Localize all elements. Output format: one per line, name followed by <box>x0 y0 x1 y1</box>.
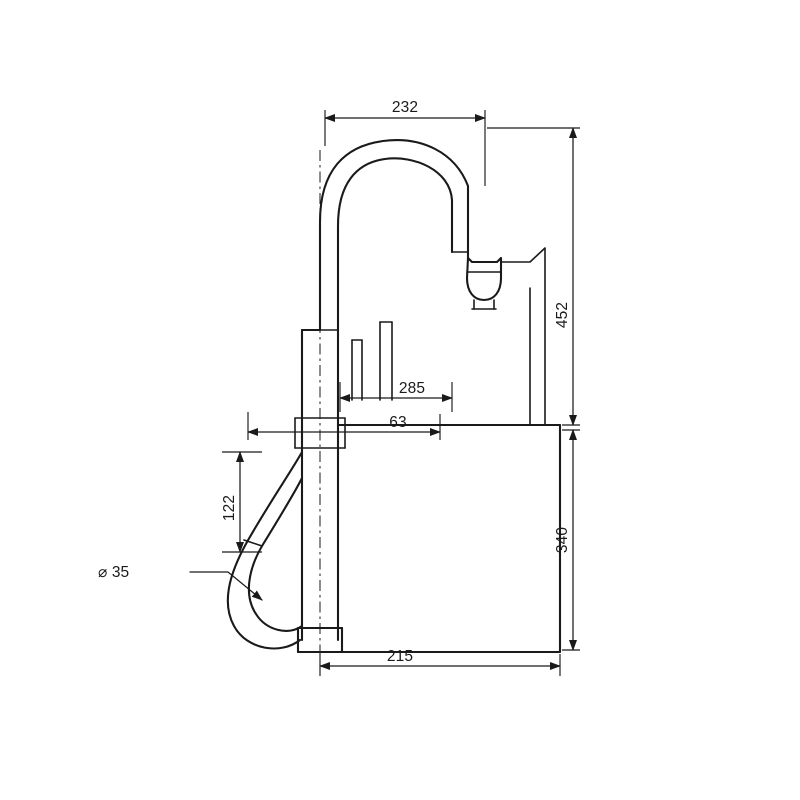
dimension-bottom-label: 215 <box>387 648 413 665</box>
dimension-mid-upper-label: 285 <box>399 380 425 397</box>
spray-head-outline <box>451 251 503 310</box>
lever-handle-outline <box>226 450 304 650</box>
body-inner-detail <box>351 321 393 401</box>
dimension-bottom-base-depth: 215 <box>319 648 561 676</box>
callout-mounting-hole-diameter: ⌀ 35 <box>98 564 263 601</box>
dimension-left-vertical-label: 122 <box>221 495 238 521</box>
dimension-top-spout-reach: 232 <box>324 99 486 186</box>
dimension-right-overall-height: 452 <box>487 127 580 426</box>
spout-outline <box>318 139 470 332</box>
hole-diameter-label: ⌀ 35 <box>98 564 129 581</box>
dimension-mid-upper: 285 <box>339 380 453 412</box>
dimension-right-lower-label: 340 <box>554 527 571 553</box>
counter-reference-block <box>336 423 562 654</box>
dimension-top-label: 232 <box>392 99 418 116</box>
dimension-right-upper-label: 452 <box>554 302 571 328</box>
supply-hose-outline <box>500 247 546 426</box>
dimension-mid-lower-label: 63 <box>389 414 406 431</box>
dimension-mid-lower: 63 <box>247 412 441 440</box>
dimension-right-lower-height: 340 <box>554 429 580 651</box>
dimension-left-handle: 122 <box>221 451 262 553</box>
